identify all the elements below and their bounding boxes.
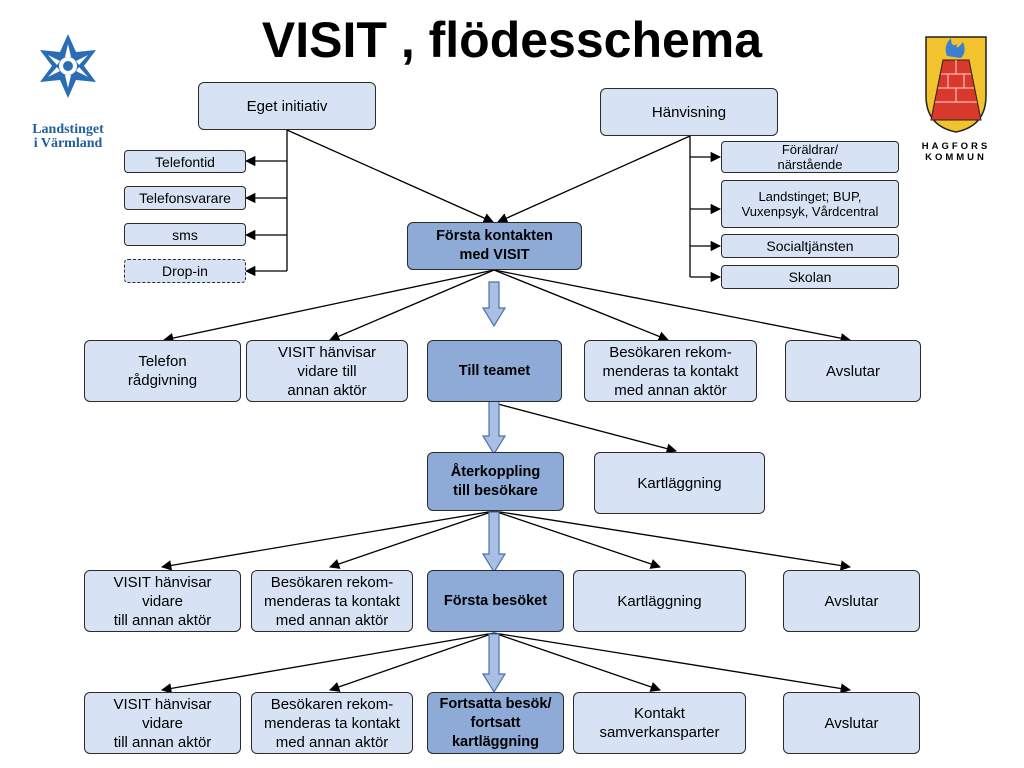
node-r3-besokaren: Besökaren rekom- menderas ta kontakt med… bbox=[251, 570, 413, 632]
node-r1-visit-hanvisar: VISIT hänvisar vidare till annan aktör bbox=[246, 340, 408, 402]
block-arrow-4 bbox=[481, 633, 507, 694]
node-r1-besokaren: Besökaren rekom- menderas ta kontakt med… bbox=[584, 340, 757, 402]
node-r4-avslutar: Avslutar bbox=[783, 692, 920, 754]
block-arrow-2 bbox=[481, 399, 507, 456]
block-arrow-3 bbox=[481, 511, 507, 574]
node-r1-till-teamet: Till teamet bbox=[427, 340, 562, 402]
node-sms: sms bbox=[124, 223, 246, 246]
node-r3-kartlaggning: Kartläggning bbox=[573, 570, 746, 632]
node-skolan: Skolan bbox=[721, 265, 899, 289]
block-arrow-1 bbox=[481, 281, 507, 328]
node-telefonsvarare: Telefonsvarare bbox=[124, 186, 246, 210]
node-foraldrar: Föräldrar/ närstående bbox=[721, 141, 899, 173]
node-socialtjansten: Socialtjänsten bbox=[721, 234, 899, 258]
node-r4-visit-hanvisar: VISIT hänvisar vidare till annan aktör bbox=[84, 692, 241, 754]
node-forsta-kontakten: Första kontakten med VISIT bbox=[407, 222, 582, 270]
hagfors-logo-text: HAGFORS KOMMUN bbox=[921, 141, 991, 163]
hagfors-logo: HAGFORS KOMMUN bbox=[908, 34, 1004, 163]
landstinget-logo-text: Landstinget i Värmland bbox=[32, 122, 104, 151]
node-aterkoppling: Återkoppling till besökare bbox=[427, 452, 564, 511]
node-r4-besokaren: Besökaren rekom- menderas ta kontakt med… bbox=[251, 692, 413, 754]
node-telefontid: Telefontid bbox=[124, 150, 246, 173]
landstinget-logo: Landstinget i Värmland bbox=[18, 30, 118, 151]
node-r3-avslutar: Avslutar bbox=[783, 570, 920, 632]
star-flower-icon bbox=[40, 34, 96, 98]
node-eget-initiativ: Eget initiativ bbox=[198, 82, 376, 130]
node-r4-kontakt-samverkansparter: Kontakt samverkansparter bbox=[573, 692, 746, 754]
node-kartlaggning-1: Kartläggning bbox=[594, 452, 765, 514]
node-hanvisning: Hänvisning bbox=[600, 88, 778, 136]
node-r4-fortsatta-besok: Fortsatta besök/ fortsatt kartläggning bbox=[427, 692, 564, 754]
page-title: VISIT , flödesschema bbox=[261, 12, 763, 68]
coat-of-arms-icon bbox=[925, 36, 987, 133]
node-drop-in: Drop-in bbox=[124, 259, 246, 283]
node-r1-telefon-radgivning: Telefon rådgivning bbox=[84, 340, 241, 402]
node-r1-avslutar: Avslutar bbox=[785, 340, 921, 402]
node-r3-forsta-besoket: Första besöket bbox=[427, 570, 564, 632]
node-landstinget: Landstinget; BUP, Vuxenpsyk, Vårdcentral bbox=[721, 180, 899, 228]
node-r3-visit-hanvisar: VISIT hänvisar vidare till annan aktör bbox=[84, 570, 241, 632]
